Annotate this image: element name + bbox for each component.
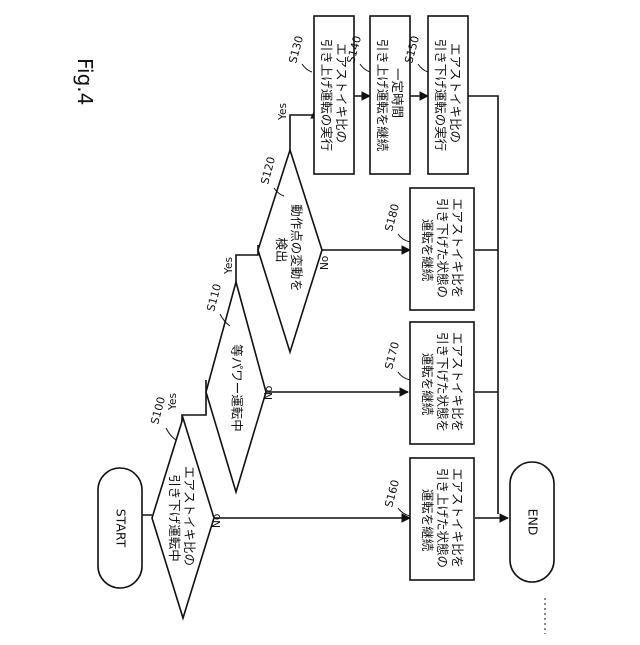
process-s180-line-1: エアストイキ比を	[450, 198, 465, 298]
step-id-s130: S130	[286, 34, 306, 64]
decision-s100-line-2: 引き下げ運転中	[167, 474, 182, 562]
step-id-s100: S100	[148, 395, 168, 425]
decision-s100-line-1: エアストイキ比の	[182, 466, 197, 566]
process-s130: エアストイキ比の 引き上げ運転の実行	[314, 16, 354, 174]
decision-s120-line-1: 動作点の変動を	[289, 204, 304, 292]
process-s160-line-2: 引き上げた状態の	[435, 468, 450, 568]
process-s140-line-2: 引き上げ運転を継続	[375, 39, 390, 152]
decision-s110-line-1: 等パワー運転中	[230, 344, 245, 432]
process-s170: エアストイキ比を 引き下げた状態を 運転を継続	[410, 322, 474, 444]
step-id-s120: S120	[258, 155, 278, 185]
s100-no-label: No	[211, 514, 223, 528]
step-id-s160: S160	[382, 478, 402, 508]
step-id-s110: S110	[204, 282, 224, 312]
svg-text:エアストイキ比の 引き上げ運転の実行: エアストイキ比の 引き上げ運転の実行	[319, 39, 349, 152]
s120-no-label: No	[319, 256, 331, 270]
process-s160: エアストイキ比を 引き上げた状態の 運転を継続	[410, 458, 474, 580]
svg-text:エアストイキ比の 引き下げ運転の実行: エアストイキ比の 引き下げ運転の実行	[433, 39, 463, 152]
s110-yes-label: Yes	[223, 257, 235, 275]
process-s170-line-1: エアストイキ比を	[450, 332, 465, 432]
process-s180: エアストイキ比を 引き下げた状態の 運転を継続	[410, 188, 474, 310]
figure-title: Fig.4	[73, 58, 97, 105]
process-s140: 一定時間 引き上げ運転を継続	[370, 16, 410, 174]
step-id-s170: S170	[382, 340, 402, 370]
decision-s110: 等パワー運転中	[206, 282, 266, 492]
process-s180-line-2: 引き下げた状態の	[435, 198, 450, 298]
process-s150-line-1: エアストイキ比の	[448, 43, 463, 143]
end-terminal: END	[510, 462, 554, 582]
process-s160-line-3: 運転を継続	[420, 489, 435, 552]
process-s130-line-2: 引き上げ運転の実行	[319, 39, 334, 152]
end-label: END	[526, 509, 541, 536]
decision-s100: エアストイキ比の 引き下げ運転中	[152, 418, 214, 618]
process-s170-line-2: 引き下げた状態を	[435, 332, 450, 432]
start-label: START	[114, 509, 129, 548]
s120-yes-label: Yes	[277, 103, 289, 121]
decision-s120-line-2: 検出	[274, 237, 289, 262]
s100-yes-label: Yes	[167, 393, 179, 411]
process-s140-line-1: 一定時間	[390, 68, 405, 118]
step-id-s180: S180	[382, 202, 402, 232]
process-s180-line-3: 運転を継続	[420, 219, 435, 282]
svg-text:エアストイキ比の 引き下げ運転中: エアストイキ比の 引き下げ運転中	[167, 466, 197, 570]
s110-no-label: No	[263, 386, 275, 400]
process-s170-line-3: 運転を継続	[420, 353, 435, 416]
start-terminal: START	[98, 468, 142, 588]
process-s160-line-1: エアストイキ比を	[450, 468, 465, 568]
process-s150: エアストイキ比の 引き下げ運転の実行	[428, 16, 468, 174]
process-s150-line-2: 引き下げ運転の実行	[433, 39, 448, 152]
